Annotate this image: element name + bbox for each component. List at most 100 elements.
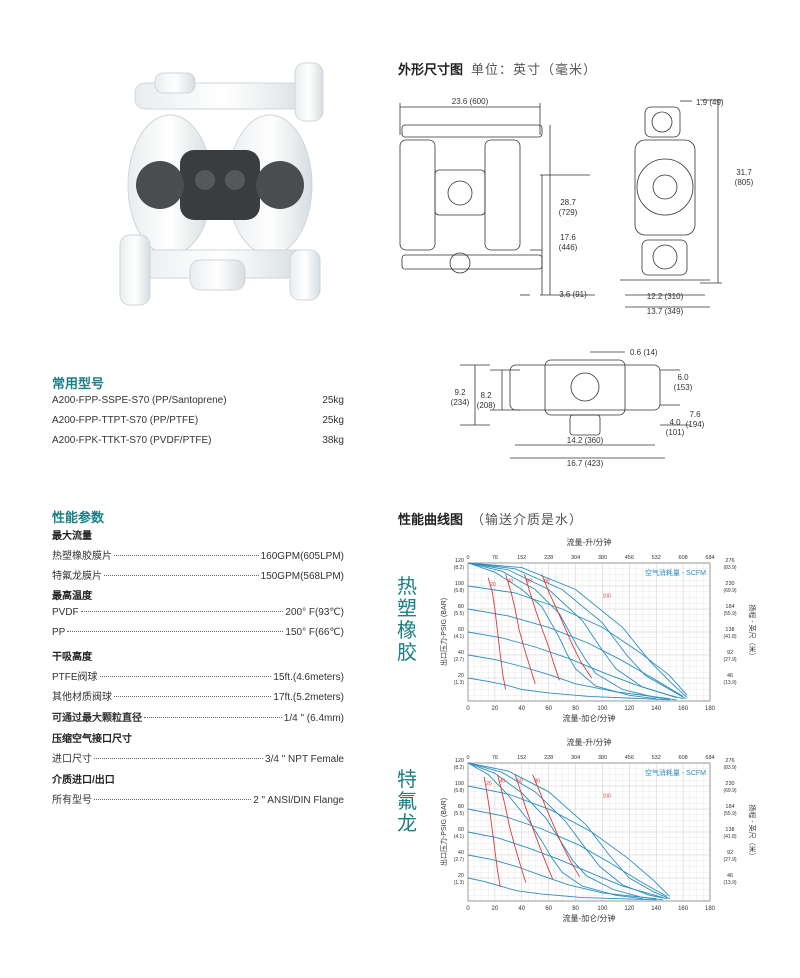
- top-tick-label: 0: [466, 555, 469, 561]
- model-name: A200-FPP-SSPE-S70 (PP/Santoprene): [52, 395, 227, 406]
- series-line: [467, 585, 688, 696]
- y2-tick-meter-label: (69.9): [723, 588, 736, 594]
- dim-bottom-w1: 14.2 (360): [567, 436, 604, 445]
- y-tick-label: 100: [455, 581, 464, 587]
- dimension-drawing-title: 外形尺寸图单位：英寸（毫米）: [398, 59, 597, 78]
- dim-bottom-r2: 7.6: [689, 410, 701, 419]
- series-line: [467, 562, 688, 698]
- spec-label: 可通过最大颗粒直径: [52, 713, 142, 724]
- top-tick-label: 76: [492, 555, 498, 561]
- spec-value: 1/4 " (6.4mm): [283, 713, 344, 724]
- y-tick-label: 60: [458, 827, 464, 833]
- x-tick-label: 100: [597, 706, 608, 712]
- spec-value: 150° F(66℃): [285, 627, 344, 638]
- x-tick-label: 0: [466, 706, 470, 712]
- side-view-drawing: 1.9 (49) 31.7 (805) 12.2 (310) 13.7 (349…: [620, 98, 754, 316]
- top-tick-label: 608: [679, 555, 688, 561]
- y-tick-label: 20: [458, 873, 464, 879]
- series-line: [467, 562, 687, 700]
- series-line: [467, 762, 663, 901]
- curves-subtitle: （输送介质是水）: [471, 512, 584, 527]
- y2-tick-meter-label: (69.9): [723, 788, 736, 794]
- x-tick-label: 180: [705, 906, 716, 912]
- series-line: [487, 577, 507, 690]
- dim-front-inlet: 17.6: [560, 233, 576, 242]
- y-tick-bar-label: (8.2): [454, 565, 465, 571]
- series-line: [483, 776, 501, 888]
- y-tick-bar-label: (1.3): [454, 680, 465, 686]
- top-tick-label: 456: [625, 555, 634, 561]
- y2-tick-label: 276: [725, 758, 734, 764]
- top-tick-label: 684: [705, 755, 714, 761]
- series-line: [505, 574, 536, 684]
- spec-label: PTFE阀球: [52, 672, 98, 683]
- series-line: [467, 762, 643, 900]
- spec-heading: 压缩空气接口尺寸: [52, 734, 132, 745]
- specs-section-title: 性能参数: [52, 510, 105, 525]
- y-tick-bar-label: (4.1): [454, 634, 465, 640]
- top-tick-label: 684: [705, 555, 714, 561]
- bottom-view-drawing: 0.6 (14) 9.2 (234) 8.2 (208) 6.0 (153) 7…: [451, 348, 705, 468]
- top-tick-label: 532: [652, 555, 661, 561]
- y-tick-bar-label: (1.3): [454, 880, 465, 886]
- dim-side-base: 12.2 (310): [647, 292, 684, 301]
- series-line: [467, 877, 657, 901]
- y2-axis-title: 扬程 - 英尺（米）: [748, 804, 757, 859]
- model-weight: 25kg: [322, 395, 344, 406]
- air-consumption-label: 40: [500, 779, 506, 785]
- series-line: [467, 631, 677, 699]
- series-line: [532, 774, 580, 878]
- models-section-title: 常用型号: [52, 376, 105, 391]
- y2-tick-meter-label: (83.9): [723, 565, 736, 571]
- x-tick-label: 60: [545, 906, 552, 912]
- spec-value: 200° F(93℃): [285, 607, 344, 618]
- y2-tick-meter-label: (41.8): [723, 634, 736, 640]
- y-tick-bar-label: (4.1): [454, 834, 465, 840]
- dim-bottom-h2: 8.2: [480, 391, 492, 400]
- spec-row: PVDF 200° F(93℃): [52, 607, 344, 618]
- series-line: [467, 762, 668, 900]
- spec-value: 160GPM(605LPM): [260, 551, 344, 562]
- dim-side-height: 31.7: [736, 168, 752, 177]
- y-axis-title: 出口压力-PSIG (BAR): [439, 798, 448, 866]
- air-consumption-label: 100: [602, 594, 611, 600]
- x-tick-label: 180: [705, 706, 716, 712]
- y2-tick-label: 184: [725, 604, 734, 610]
- spec-label: 特氟龙膜片: [52, 571, 102, 582]
- top-tick-label: 456: [625, 755, 634, 761]
- x-tick-label: 160: [678, 906, 689, 912]
- model-name: A200-FPP-TTPT-S70 (PP/PTFE): [52, 415, 199, 426]
- spec-label: PVDF: [52, 607, 79, 618]
- y2-tick-meter-label: (27.9): [723, 857, 736, 863]
- x-axis-title: 流量-加仑/分钟: [563, 913, 616, 923]
- series-line: [467, 608, 684, 697]
- series-line: [467, 562, 677, 701]
- x-tick-label: 20: [492, 906, 499, 912]
- dim-bottom-w2: 16.7 (423): [567, 459, 604, 468]
- top-tick-label: 380: [598, 755, 607, 761]
- model-weight: 25kg: [322, 415, 344, 426]
- y2-tick-label: 230: [725, 781, 734, 787]
- y2-tick-meter-label: (41.8): [723, 834, 736, 840]
- dim-side-height-mm: (805): [735, 178, 754, 187]
- top-axis-title: 流量-升/分钟: [567, 737, 612, 747]
- y2-tick-meter-label: (27.9): [723, 657, 736, 663]
- air-consumption-label: 80: [544, 579, 550, 585]
- y-axis-title: 出口压力-PSIG (BAR): [439, 598, 448, 666]
- model-weight: 38kg: [322, 435, 344, 446]
- dim-bottom-r1: 6.0: [677, 373, 689, 382]
- y-tick-bar-label: (2.7): [454, 857, 465, 863]
- x-tick-label: 40: [518, 706, 525, 712]
- x-tick-label: 40: [518, 906, 525, 912]
- dim-bottom-r3-mm: (101): [666, 428, 685, 437]
- y-tick-label: 60: [458, 627, 464, 633]
- spec-label: 热塑橡胶膜片: [52, 551, 112, 562]
- spec-row: 可通过最大颗粒直径 1/4 " (6.4mm): [52, 709, 344, 724]
- dim-front-height: 28.7: [560, 198, 576, 207]
- spec-heading: 最大流量: [52, 531, 92, 542]
- model-row: A200-FPP-TTPT-S70 (PP/PTFE) 25kg: [52, 415, 344, 426]
